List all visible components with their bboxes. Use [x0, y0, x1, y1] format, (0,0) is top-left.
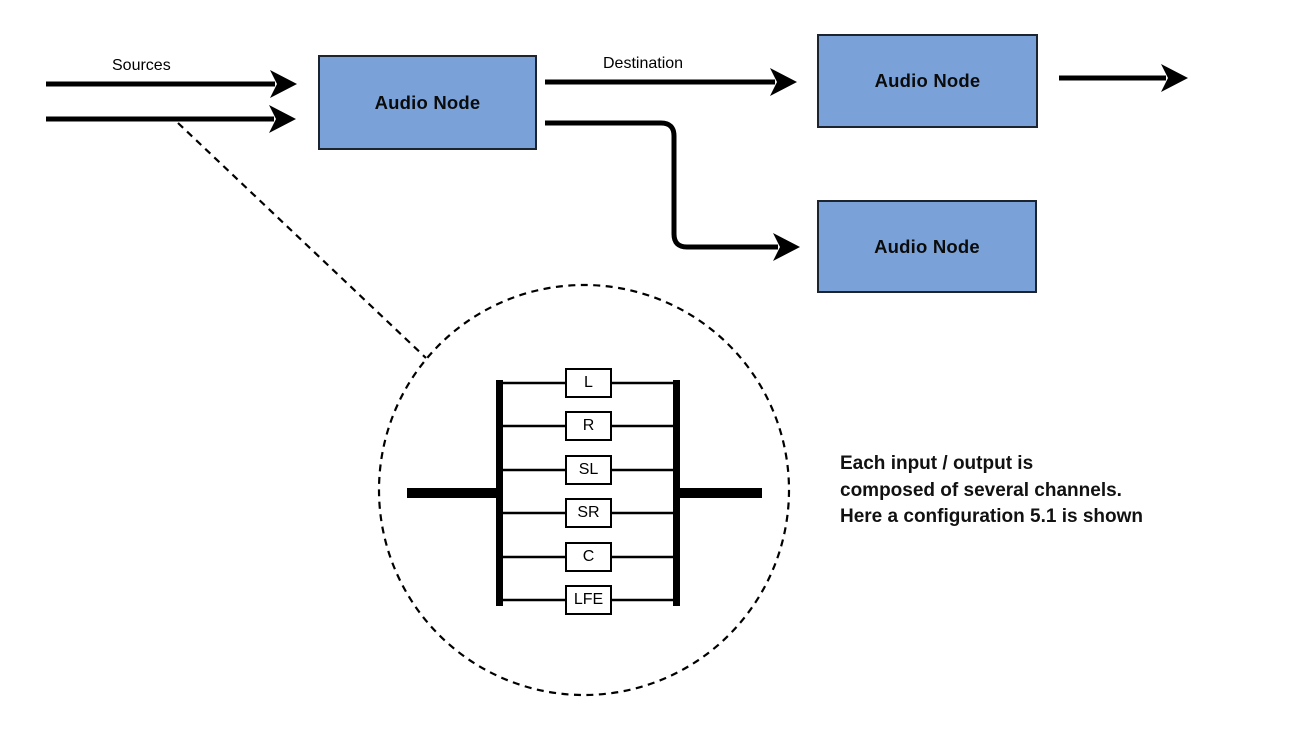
arrowhead-icon: [770, 68, 797, 96]
arrowhead-icon: [270, 70, 297, 98]
sources-label: Sources: [112, 57, 171, 74]
arrowhead-icon: [1161, 64, 1188, 92]
source-arrow-2: [46, 105, 296, 133]
output-lead-line: [679, 488, 762, 498]
channel-bus-right-bar: [673, 380, 680, 606]
channel-bus-left-bar: [496, 380, 503, 606]
detail-pointer-line: [177, 122, 427, 359]
audio-node-label: Audio Node: [874, 70, 981, 91]
channel-box-l: L: [565, 368, 612, 398]
destination-label: Destination: [603, 55, 684, 72]
branch-arrow-line: [545, 120, 778, 250]
arrowhead-icon: [773, 233, 800, 261]
annotation-line: composed of several channels.: [840, 479, 1122, 501]
source-arrow-1: [46, 70, 297, 98]
branch-arrow: [545, 120, 800, 261]
annotation-line: Each input / output is: [840, 453, 1034, 474]
audio-node-box-2: Audio Node: [817, 34, 1038, 128]
annotation-line: Here a configuration 5.1 is shown: [840, 506, 1144, 527]
channel-box-r: R: [565, 411, 612, 441]
audio-node-box-1: Audio Node: [318, 55, 537, 150]
input-lead-line: [407, 488, 497, 498]
destination-arrow: [545, 68, 797, 96]
annotation-text: Each input / output is composed of sever…: [840, 451, 1143, 531]
channel-box-c: C: [565, 542, 612, 572]
channel-box-lfe: LFE: [565, 585, 612, 615]
detail-zoom-circle: [377, 283, 791, 697]
audio-node-box-3: Audio Node: [817, 200, 1037, 293]
channel-box-sl: SL: [565, 455, 612, 485]
channel-box-sr: SR: [565, 498, 612, 528]
audio-node-label: Audio Node: [374, 91, 481, 113]
audio-node-label: Audio Node: [874, 235, 980, 257]
output-arrow: [1059, 64, 1188, 92]
arrowhead-icon: [269, 105, 296, 133]
